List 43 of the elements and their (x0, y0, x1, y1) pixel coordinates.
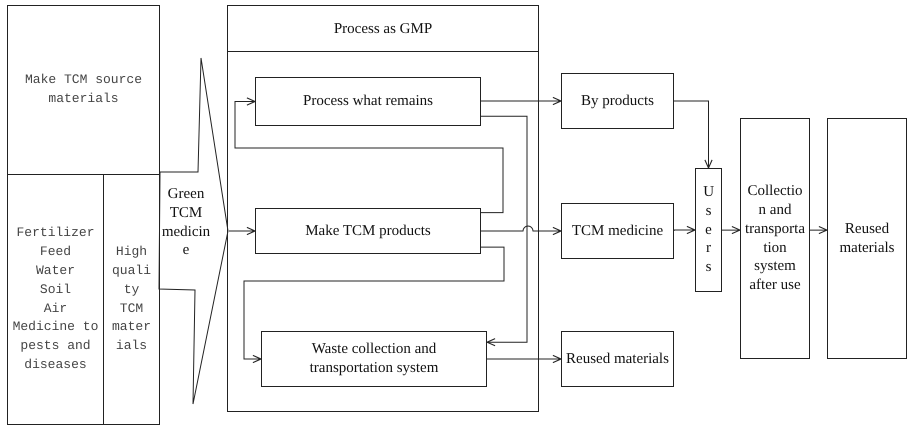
box-label: Collection and transportation system after use (744, 182, 806, 295)
arrow (722, 226, 741, 234)
output-box (561, 203, 674, 259)
output-box (561, 73, 674, 129)
box-label: Process what remains (303, 92, 433, 111)
box-label: High quality TCM materials (111, 242, 152, 356)
arrow (244, 246, 504, 364)
box-label: Waste collection and transportation system (308, 340, 440, 378)
box-label: By products (581, 92, 654, 110)
process-box (261, 331, 487, 387)
list-item: Feed (40, 242, 72, 261)
arrow (234, 97, 504, 214)
arrow (674, 226, 696, 234)
box-label: Reused materials (838, 220, 896, 258)
box-label: Make TCM source materials (24, 71, 144, 108)
input-box (7, 174, 104, 425)
arrow (480, 116, 528, 346)
list-item: Medicine to pests and diseases (12, 318, 100, 374)
box-label: Users (703, 183, 714, 277)
list-item: Water (36, 262, 75, 280)
arrow (228, 226, 256, 236)
output-box (827, 118, 907, 359)
arrow (810, 226, 828, 234)
process-box (695, 168, 722, 292)
input-box (103, 174, 160, 425)
process-box (7, 5, 160, 175)
output-box (561, 331, 674, 387)
arrow (674, 100, 713, 169)
process-group (227, 5, 539, 412)
process-box (740, 118, 810, 359)
box-label: Reused materials (566, 350, 669, 368)
arrow-label: Green TCM medicine (161, 185, 211, 260)
arrow (480, 96, 562, 106)
list-item: Air (44, 300, 68, 318)
box-label: Make TCM products (305, 222, 431, 240)
group-heading: Process as GMP (228, 6, 538, 52)
list-item: Fertilizer (16, 224, 94, 242)
arrow (486, 354, 562, 364)
box-label: TCM medicine (572, 222, 664, 240)
list-item: Soil (40, 280, 72, 299)
arrow (480, 226, 562, 236)
process-box (255, 208, 481, 254)
process-box (255, 77, 481, 126)
